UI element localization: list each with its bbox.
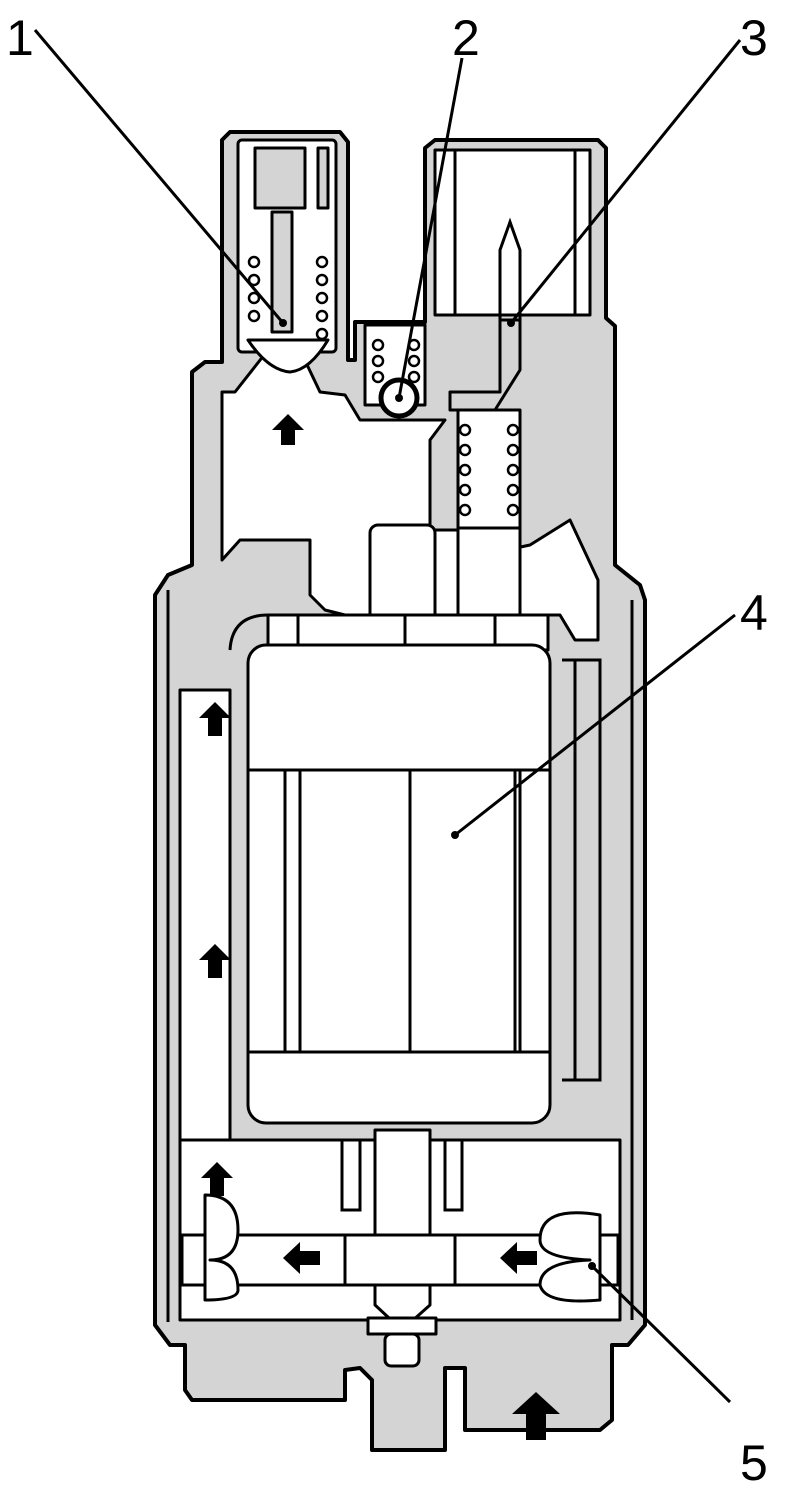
leader-dot-3 [507, 319, 515, 327]
callout-labels: 1 2 3 4 5 [6, 10, 768, 1491]
leader-line-5 [590, 1264, 732, 1404]
callout-3: 3 [740, 10, 768, 66]
leader-dot-1 [279, 319, 287, 327]
callout-1: 1 [6, 10, 34, 66]
relief-valve-spring-right [315, 255, 329, 341]
flow-arrows [199, 414, 560, 1440]
motor-armature [228, 523, 602, 1125]
relief-valve-spring-left [247, 255, 261, 323]
leader-dot-4 [451, 831, 459, 839]
leader-line-2 [397, 57, 464, 399]
check-valve [363, 323, 427, 419]
leader-line-4 [454, 613, 736, 837]
flow-arrow-impeller-right [500, 1242, 537, 1274]
leader-lines [33, 29, 742, 1404]
callout-5: 5 [740, 1435, 768, 1491]
callout-4: 4 [740, 585, 768, 641]
leader-line-3 [509, 39, 742, 324]
impeller [180, 1193, 620, 1303]
leader-dot-5 [588, 1262, 596, 1270]
flow-arrow-channel-upper [199, 702, 231, 736]
brush-spring [458, 423, 520, 517]
flow-arrow-channel-middle [199, 944, 231, 978]
flow-arrow-channel-lower [201, 1162, 233, 1196]
flow-arrow-inlet [512, 1392, 560, 1440]
callout-2: 2 [452, 10, 480, 66]
flow-arrow-outlet [272, 414, 304, 445]
pressure-relief-valve [236, 138, 338, 374]
flow-arrow-impeller-left [283, 1242, 320, 1274]
leader-dot-2 [395, 394, 403, 402]
leader-line-1 [33, 29, 285, 324]
